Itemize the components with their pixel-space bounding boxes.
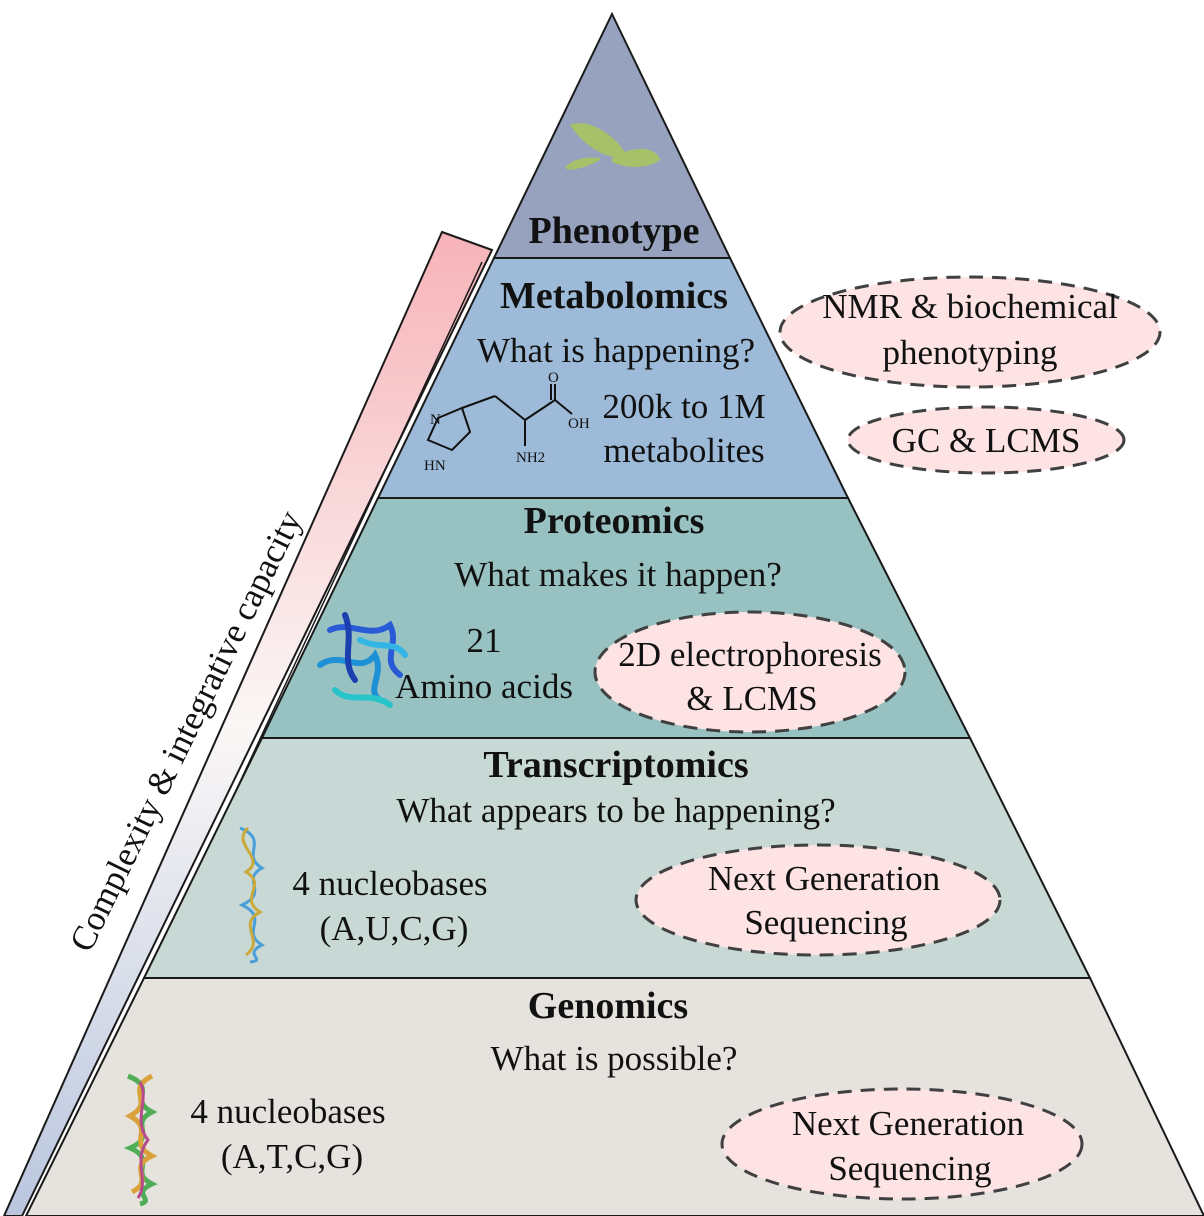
proteomics-method-line1: 2D electrophoresis (618, 635, 881, 674)
metabolomics-count-line2: metabolites (603, 431, 764, 470)
genomics-question: What is possible? (491, 1039, 738, 1078)
molecule-hn-label: HN (424, 458, 446, 474)
proteomics-method-line2: & LCMS (686, 679, 817, 718)
metabolomics-method1-oval (778, 275, 1162, 389)
rna-strand-icon (238, 826, 266, 964)
protein-structure-icon (317, 612, 408, 708)
proteomics-method-oval (593, 610, 907, 734)
genomics-count-line2: (A,T,C,G) (221, 1137, 363, 1176)
molecule-o-label: O (548, 370, 559, 386)
transcriptomics-question: What appears to be happening? (396, 791, 835, 830)
metabolomics-method2-oval (846, 405, 1126, 475)
transcriptomics-method-oval (634, 843, 1002, 957)
transcriptomics-count-line1: 4 nucleobases (292, 864, 487, 903)
molecule-oh-label: OH (568, 416, 590, 432)
genomics-method-oval (720, 1087, 1084, 1201)
proteomics-title: Proteomics (524, 500, 705, 542)
metabolomics-title: Metabolomics (500, 275, 728, 317)
transcriptomics-method-line2: Sequencing (744, 903, 907, 942)
histidine-molecule-icon (426, 384, 573, 452)
dna-helix-icon (123, 1073, 158, 1207)
phenotype-title: Phenotype (529, 210, 700, 252)
metabolomics-method2: GC & LCMS (892, 421, 1081, 460)
metabolomics-method1-line2: phenotyping (883, 333, 1058, 372)
metabolomics-method1-line1: NMR & biochemical (822, 287, 1118, 326)
proteomics-count-line2: Amino acids (395, 667, 573, 706)
molecule-nh2-label: NH2 (516, 450, 545, 466)
genomics-method-line1: Next Generation (792, 1104, 1024, 1143)
molecule-n-label: N (430, 412, 441, 428)
transcriptomics-method-line1: Next Generation (708, 859, 940, 898)
genomics-title: Genomics (528, 985, 688, 1027)
proteomics-count-line1: 21 (467, 621, 502, 660)
proteomics-question: What makes it happen? (454, 555, 782, 594)
genomics-count-line1: 4 nucleobases (190, 1092, 385, 1131)
transcriptomics-count-line2: (A,U,C,G) (320, 909, 469, 948)
plant-leaf-icon (565, 123, 660, 170)
metabolomics-count-line1: 200k to 1M (602, 387, 765, 426)
transcriptomics-title: Transcriptomics (483, 744, 748, 786)
genomics-method-line2: Sequencing (828, 1149, 991, 1188)
metabolomics-question: What is happening? (477, 331, 755, 370)
